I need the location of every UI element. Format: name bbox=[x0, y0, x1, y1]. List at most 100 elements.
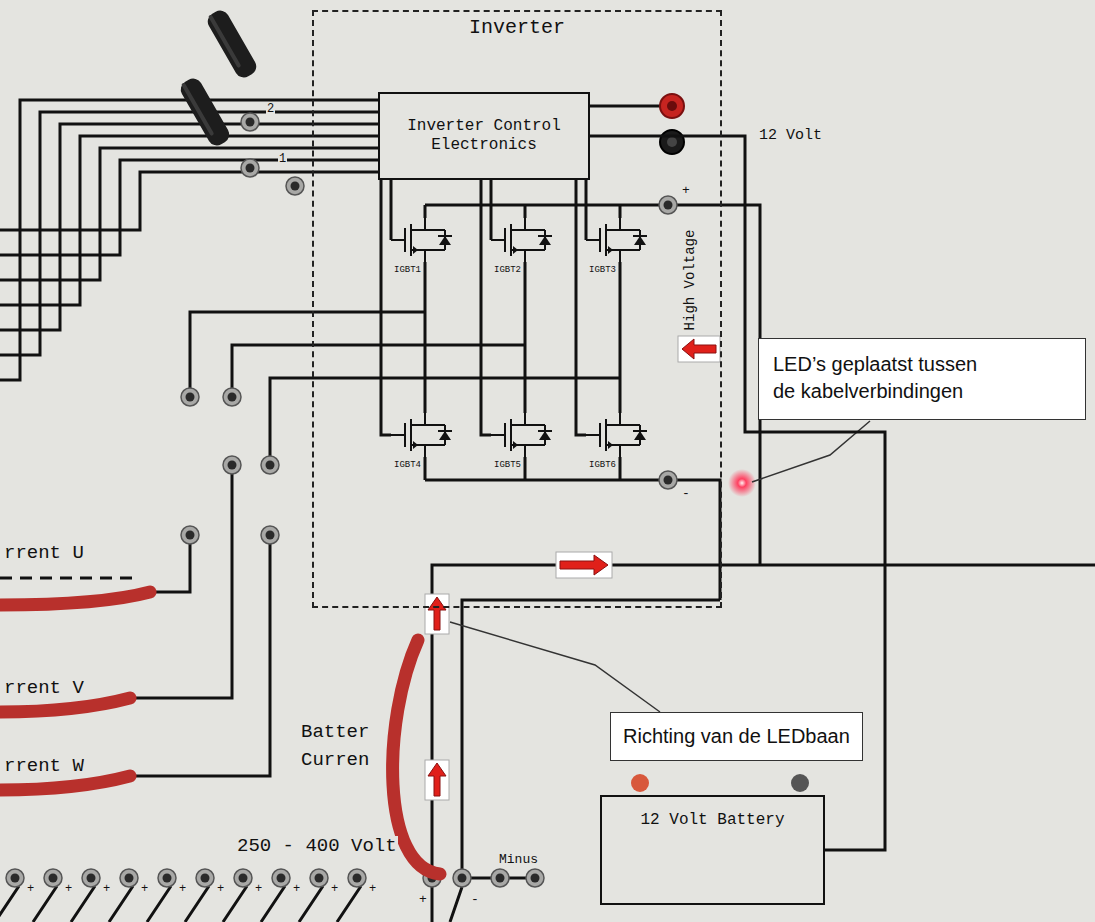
callout-box: LED’s geplaatst tussen de kabelverbindin… bbox=[758, 338, 1086, 420]
socket-terminal bbox=[181, 526, 199, 544]
banana-plug bbox=[204, 7, 259, 80]
board-label: rrent V bbox=[3, 678, 85, 700]
board-label: IGBT6 bbox=[588, 460, 617, 470]
socket-terminal bbox=[348, 869, 366, 887]
wire bbox=[0, 160, 378, 255]
board-label: IGBT2 bbox=[493, 265, 522, 275]
board-label: Batter bbox=[300, 722, 370, 744]
voltage-label: High Voltage bbox=[682, 227, 699, 334]
wire bbox=[677, 480, 720, 600]
board-label: + bbox=[368, 883, 377, 897]
socket-terminal bbox=[196, 869, 214, 887]
led-glow bbox=[728, 469, 756, 497]
wire bbox=[576, 180, 586, 435]
igbt-symbol bbox=[586, 218, 647, 262]
dashed-line bbox=[0, 578, 140, 579]
wire bbox=[432, 565, 1095, 869]
board-label: + bbox=[26, 883, 35, 897]
direction-arrow bbox=[678, 336, 720, 362]
board-label: 1 bbox=[278, 153, 287, 167]
banana-plug bbox=[177, 75, 232, 148]
board-label: Minus bbox=[498, 853, 539, 868]
twelve-volt-terminal bbox=[660, 130, 684, 154]
battery-terminal bbox=[631, 774, 809, 792]
board-label: + bbox=[178, 883, 187, 897]
wire bbox=[590, 105, 660, 108]
callout-box: Richting van de LEDbaan bbox=[610, 712, 863, 761]
callout-text: LED’s geplaatst tussen de kabelverbindin… bbox=[773, 351, 1071, 405]
direction-arrow bbox=[425, 594, 449, 634]
wire bbox=[481, 180, 491, 435]
banana-plug bbox=[177, 7, 259, 148]
board-label: rrent W bbox=[3, 756, 85, 778]
board-label: IGBT4 bbox=[393, 460, 422, 470]
dashed-line bbox=[0, 577, 140, 580]
wire bbox=[130, 474, 232, 698]
igbt-symbol bbox=[391, 218, 647, 457]
wire bbox=[381, 180, 391, 435]
led-glow bbox=[728, 469, 756, 497]
socket-terminal bbox=[44, 869, 62, 887]
twelve-volt-terminal bbox=[660, 94, 684, 118]
socket-terminal bbox=[659, 196, 677, 214]
wire bbox=[462, 600, 720, 869]
board-label: + bbox=[418, 893, 428, 908]
wire bbox=[0, 148, 378, 280]
wire bbox=[424, 205, 427, 480]
board-label: + bbox=[216, 883, 225, 897]
socket-terminal bbox=[491, 869, 509, 887]
socket-terminal bbox=[120, 869, 138, 887]
direction-arrow bbox=[682, 339, 716, 359]
wire bbox=[425, 204, 659, 207]
socket-terminal bbox=[181, 388, 199, 406]
wire bbox=[0, 172, 378, 230]
leader-line bbox=[450, 622, 660, 712]
housing-title: Inverter bbox=[465, 16, 569, 40]
wire bbox=[425, 479, 659, 482]
direction-arrow bbox=[428, 597, 446, 630]
board-label: + bbox=[681, 184, 691, 199]
box-text: Inverter Control Electronics bbox=[388, 117, 580, 155]
inverter-housing: InverterHigh Voltage Inverter Control Ele… bbox=[312, 10, 722, 608]
direction-arrow bbox=[428, 763, 446, 796]
igbt-symbol bbox=[491, 413, 552, 457]
socket-terminal bbox=[82, 869, 100, 887]
wire bbox=[0, 136, 378, 305]
socket-terminal bbox=[241, 159, 259, 177]
board-label: 250 - 400 Volt bbox=[236, 836, 398, 858]
board-label: - bbox=[681, 487, 691, 502]
board-label: IGBT1 bbox=[393, 265, 422, 275]
socket-terminal bbox=[234, 869, 252, 887]
wire bbox=[270, 378, 620, 456]
board-label: + bbox=[292, 883, 301, 897]
red-cable bbox=[0, 698, 130, 712]
socket-terminal bbox=[286, 177, 304, 195]
igbt-symbol bbox=[391, 413, 452, 457]
board-label: + bbox=[64, 883, 73, 897]
board-label: IGBT5 bbox=[493, 460, 522, 470]
wire bbox=[0, 124, 378, 330]
direction-arrow bbox=[425, 336, 720, 800]
board-label: + bbox=[102, 883, 111, 897]
igbt-symbol bbox=[491, 218, 552, 262]
banana-plug bbox=[181, 82, 214, 136]
wire bbox=[432, 887, 462, 922]
twelve-volt-terminal bbox=[667, 137, 677, 147]
board-label: + bbox=[254, 883, 263, 897]
socket-terminal bbox=[261, 456, 279, 474]
wire bbox=[0, 100, 1095, 922]
board-label: IGBT3 bbox=[588, 265, 617, 275]
wire-connector bbox=[590, 136, 885, 850]
socket-terminal bbox=[6, 113, 677, 887]
direction-arrow bbox=[560, 555, 608, 575]
wire bbox=[619, 205, 622, 480]
board-label: Curren bbox=[300, 750, 370, 772]
battery-box: 12 Volt Battery bbox=[600, 795, 825, 905]
red-cable bbox=[393, 640, 440, 874]
wire bbox=[232, 345, 525, 388]
board-label: + bbox=[330, 883, 339, 897]
direction-arrow bbox=[556, 552, 612, 578]
igbt-symbol bbox=[586, 413, 647, 457]
